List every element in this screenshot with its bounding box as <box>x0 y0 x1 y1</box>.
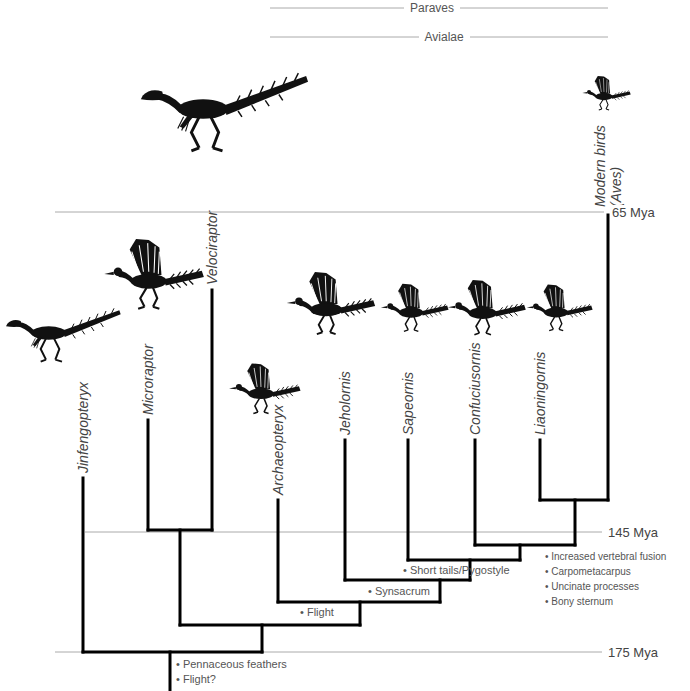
time-lines <box>55 212 604 652</box>
taxon-name: Archaeopteryx <box>270 405 286 495</box>
taxon-name: Sapeornis <box>400 372 416 435</box>
time-label: 145 Mya <box>606 525 660 540</box>
trait-note: • Bony sternum <box>545 596 613 608</box>
trait-note: • Pennaceous feathers <box>176 658 287 671</box>
taxon-name: Velociraptor <box>204 211 220 285</box>
trait-note: • Flight <box>300 606 334 619</box>
trait-note: • Short tails/Pygostyle <box>403 564 510 577</box>
taxon-name: Liaoningornis <box>532 352 548 435</box>
trait-note: • Flight? <box>176 673 216 686</box>
trait-note: • Carpometacarpus <box>545 566 631 578</box>
taxon-name: Jeholornis <box>337 371 353 435</box>
time-label: 65 Mya <box>610 205 657 220</box>
taxon-name: Jinfengopteryx <box>75 382 91 473</box>
trait-note: • Synsacrum <box>368 585 430 598</box>
taxon-name: Confuciusornis <box>467 342 483 435</box>
trait-note: • Uncinate processes <box>545 581 639 593</box>
time-label: 175 Mya <box>606 645 660 660</box>
taxon-name: Microraptor <box>140 344 156 415</box>
clade-name: Paraves <box>404 1 460 15</box>
clade-name: Avialae <box>419 30 470 44</box>
trait-note: • Increased vertebral fusion <box>545 551 666 563</box>
taxon-name: Modern birds (Aves) <box>592 115 624 207</box>
tree-branches <box>83 215 608 691</box>
